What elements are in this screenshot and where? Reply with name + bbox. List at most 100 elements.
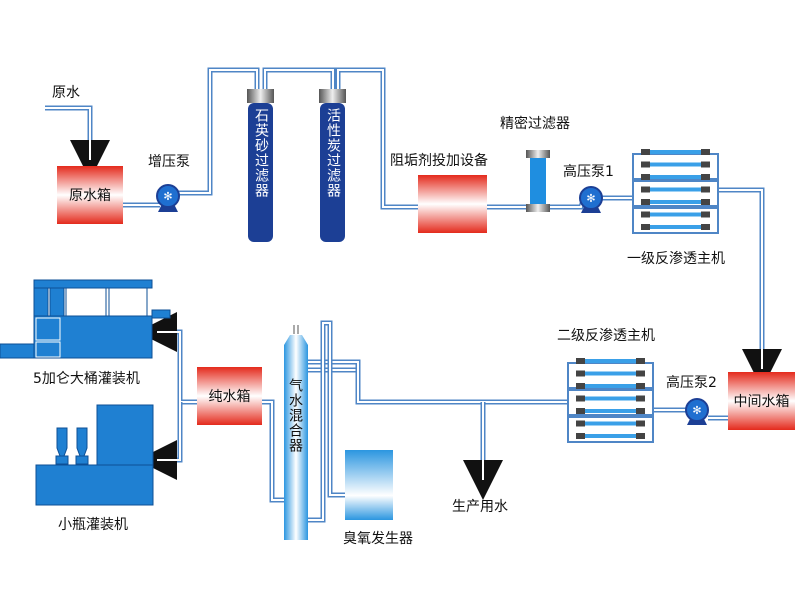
carbon-filter-label: 活性炭过滤器 [325, 108, 341, 198]
pipe-2 [178, 67, 260, 196]
pipe-4 [335, 67, 418, 210]
ro-tube-cap [641, 199, 650, 205]
pipe-inner-14 [308, 322, 345, 521]
pipes [45, 67, 782, 523]
ro-tube-cap [576, 395, 585, 402]
ro-tube-cap [701, 161, 710, 168]
ro-tube-cap [636, 370, 645, 377]
ro1-label: 一级反渗透主机 [627, 251, 725, 267]
pipe-inner-12 [308, 361, 359, 395]
ro-frame [567, 416, 654, 443]
pipe-inner-3 [264, 69, 334, 89]
quartz-filter [248, 103, 273, 242]
precision-filter-bottom [526, 204, 550, 212]
ro-tube-cap [576, 370, 585, 377]
raw-water-tank [57, 166, 123, 224]
ro-membrane-tube [643, 200, 708, 204]
ro-tube-cap [641, 174, 650, 180]
pipe-inner-2 [178, 69, 258, 194]
antiscalant-label: 阻垢剂投加设备 [390, 153, 488, 169]
ro-frame [567, 389, 654, 416]
middle-tank-label: 中间水箱 [733, 394, 790, 410]
antiscalant-unit [418, 175, 487, 233]
pipe-12 [308, 359, 361, 395]
precision-filter-label: 精密过滤器 [500, 116, 570, 132]
pipe-inner-4 [337, 69, 418, 208]
hp-pump1-label: 高压泵1 [563, 164, 614, 180]
pipe-0 [45, 105, 110, 180]
ro-tube-cap [701, 149, 710, 155]
ro1-unit [632, 149, 719, 234]
bottle-filler-machine [35, 404, 154, 506]
pipe-17 [137, 402, 183, 480]
pipe-inner-15 [262, 401, 284, 501]
ro-membrane-tube [578, 409, 643, 413]
booster-pump-label: 增压泵 [148, 154, 190, 170]
hp-pump2-label: 高压泵2 [666, 375, 717, 391]
carbon-filter [320, 103, 345, 242]
pipe-inner-16 [157, 331, 197, 403]
ro-membrane-tube [643, 225, 708, 229]
ro-tube-cap [701, 199, 710, 205]
pipe-inner-11 [308, 369, 568, 403]
pipe-inner-17 [157, 402, 181, 461]
barrel-filler-label: 5加仑大桶灌装机 [33, 371, 140, 387]
ro-tube-cap [576, 433, 585, 439]
ro-tube-cap [636, 408, 645, 414]
ro-tube-cap [636, 383, 645, 389]
pipe-inner-8 [718, 189, 763, 369]
ro-tube-cap [636, 433, 645, 439]
ro2-label: 二级反渗透主机 [557, 328, 655, 344]
svg-text:✻: ✻ [163, 190, 172, 203]
high-pressure-pump-2-icon: ✻ [685, 398, 709, 425]
ro-tube-cap [641, 211, 650, 218]
pure-water-tank [197, 367, 262, 425]
precision-filter [530, 158, 546, 204]
ro-membrane-tube [643, 187, 708, 192]
pipe-6 [548, 199, 586, 210]
barrel-filler-machine [0, 279, 171, 359]
ro-membrane-tube [578, 384, 643, 388]
pipe-3 [262, 67, 336, 89]
mixer-label: 气水混合器 [287, 378, 303, 453]
quartz-filter-label: 石英砂过滤器 [253, 108, 269, 198]
middle-water-tank [728, 372, 795, 430]
ro-tube-cap [576, 420, 585, 427]
pipe-8 [718, 187, 782, 389]
ro-tube-cap [641, 186, 650, 193]
ro-tube-cap [701, 186, 710, 193]
pipe-inner-0 [45, 107, 91, 160]
production-water-label: 生产用水 [452, 499, 508, 515]
raw-tank-label: 原水箱 [69, 188, 111, 204]
booster-pump-icon: ✻ [156, 184, 180, 212]
ro-membrane-tube [578, 396, 643, 401]
ro-membrane-tube [643, 150, 708, 154]
svg-text:✻: ✻ [586, 192, 595, 205]
ro-tube-cap [636, 358, 645, 364]
ro-frame [632, 207, 719, 234]
ozone-generator [345, 450, 393, 520]
high-pressure-pump-1-icon: ✻ [579, 186, 603, 213]
ro-membrane-tube [643, 162, 708, 167]
ro-tube-cap [576, 408, 585, 414]
ro-membrane-tube [578, 359, 643, 363]
ro-tube-cap [701, 174, 710, 180]
ro-tube-cap [636, 420, 645, 427]
quartz-filter-cap [247, 89, 274, 103]
gas-water-mixer [284, 335, 308, 540]
ro-tube-cap [641, 161, 650, 168]
ro-tube-cap [576, 383, 585, 389]
ro-tube-cap [701, 224, 710, 230]
pipe-11 [308, 367, 568, 405]
carbon-filter-cap [319, 89, 346, 103]
ro-frame [632, 180, 719, 207]
ro-tube-cap [576, 358, 585, 364]
ro-membrane-tube [578, 434, 643, 438]
bottle-filler-label: 小瓶灌装机 [58, 517, 128, 533]
ro2-unit [567, 358, 654, 443]
pipe-14 [308, 320, 345, 523]
ro-membrane-tube [643, 175, 708, 179]
ro-membrane-tube [643, 212, 708, 217]
